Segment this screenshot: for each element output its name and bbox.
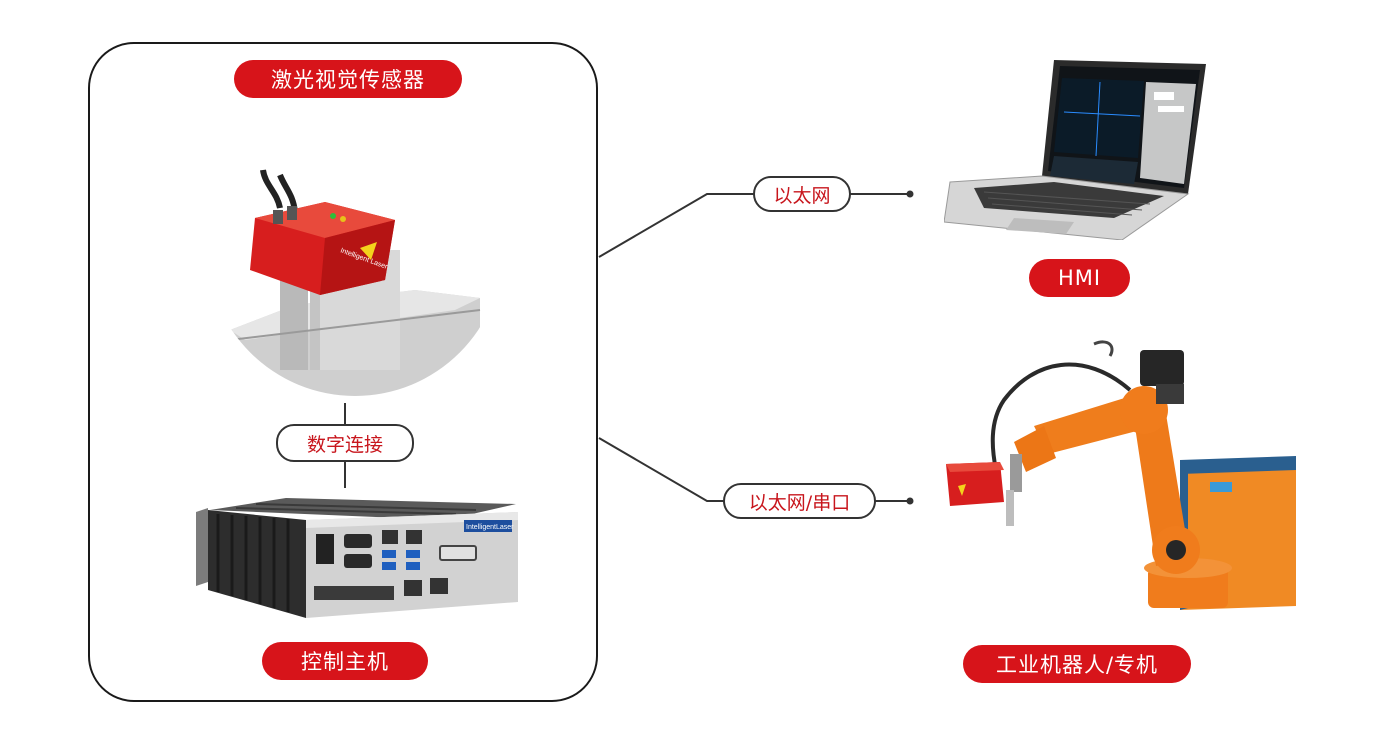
sensor-title: 激光视觉传感器 [234, 60, 462, 98]
industrial-robot-image [946, 340, 1296, 610]
ethernet-serial-tag: 以太网/串口 [723, 483, 876, 519]
controller-title: 控制主机 [262, 642, 428, 680]
control-host-image: IntelligentLaser [196, 498, 518, 618]
hmi-laptop-image [944, 60, 1206, 240]
sensor-system-frame [88, 42, 598, 702]
robot-title: 工业机器人/专机 [963, 645, 1191, 683]
digital-link-tag: 数字连接 [276, 424, 414, 462]
hmi-title: HMI [1029, 259, 1130, 297]
laser-sensor-image: Intelligent Laser [229, 169, 481, 396]
frame-to-hmi-line [598, 193, 754, 258]
controller-brand-text: IntelligentLaser [466, 524, 514, 531]
frame-to-robot-line [598, 437, 724, 502]
ethernet-tag: 以太网 [753, 176, 851, 212]
robot-endpoint-dot [906, 497, 914, 505]
hmi-endpoint-dot [906, 190, 914, 198]
